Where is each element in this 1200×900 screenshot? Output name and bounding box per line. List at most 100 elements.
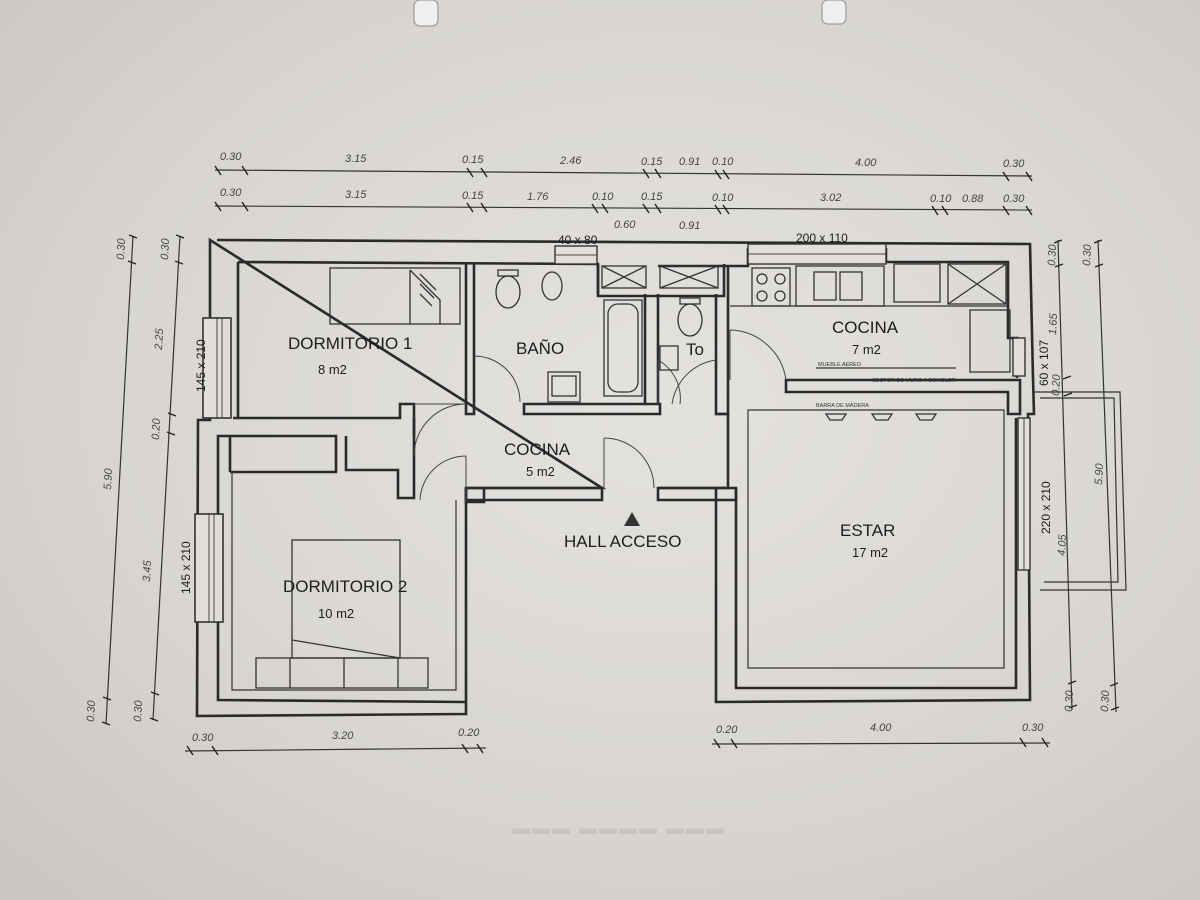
dim-label: 0.15: [462, 190, 484, 202]
entry-marker-icon: [624, 512, 640, 526]
opening-label-cocina: 200 x 110: [796, 231, 848, 245]
dim-label: 0.15: [641, 156, 663, 168]
dim-label: 0.10: [592, 191, 614, 203]
opening-label-dorm2: 145 x 210: [179, 541, 193, 594]
dim-label: 0.30: [1046, 243, 1059, 266]
dim-label: 4.00: [870, 722, 892, 734]
dim-label: 0.30: [115, 237, 128, 260]
door-swings: [413, 329, 787, 502]
dim-label: 0.15: [641, 191, 663, 203]
dim-label: 0.30: [1003, 158, 1025, 170]
bathtub: [603, 299, 643, 397]
toilet-to: [659, 297, 703, 371]
room-area-estar: 17 m2: [852, 545, 888, 560]
dimension-row-top-2: 0.30 3.15 0.15 1.76 0.10 0.15 0.10 3.02 …: [214, 187, 1033, 232]
kitchen-cabinets-top: [601, 263, 1007, 305]
hanger-rod-left: [413, 0, 439, 27]
sink-bano: [547, 371, 581, 403]
dim-label: 5.90: [1093, 462, 1106, 485]
room-area-dormitorio1: 8 m2: [318, 362, 347, 377]
dim-label: 0.30: [220, 187, 242, 199]
dim-label: 0.30: [220, 151, 242, 163]
dimension-left-inner: 0.30 2.25 0.20 3.45 0.30: [132, 234, 185, 722]
dim-label: 0.30: [1003, 193, 1025, 205]
faint-title: ▬▬▬ ▬▬▬▬ ▬▬▬: [512, 818, 726, 838]
room-name-cocina-top: COCINA: [832, 318, 899, 337]
dim-label: 0.30: [159, 237, 172, 260]
dim-label: 0.10: [712, 192, 734, 204]
kitchen-counter: [730, 263, 1011, 373]
opening-label-dorm1: 145 x 210: [194, 339, 208, 392]
dim-label: 3.02: [820, 192, 841, 204]
bed-dorm2: [255, 539, 429, 689]
dim-label: 0.88: [962, 193, 984, 205]
room-name-cocina-mid: COCINA: [504, 440, 571, 459]
bed-dorm1: [329, 267, 461, 325]
note-barra: BARRA DE MADERA: [816, 403, 869, 409]
dim-label: 0.10: [930, 193, 952, 205]
window-cocina: [747, 243, 887, 265]
room-name-toilette: To: [686, 340, 704, 359]
dimension-right-outer: 0.30 5.90 0.30: [1081, 239, 1120, 712]
dim-label: 0.30: [132, 699, 145, 722]
opening-label-bano: 40 x 80: [558, 233, 598, 247]
dim-label: 0.91: [679, 156, 700, 168]
dimension-left-outer: 0.30 5.90 0.30: [85, 234, 138, 726]
dim-label: 0.20: [458, 727, 480, 739]
toilet-bano: [495, 269, 563, 309]
room-name-dormitorio1: DORMITORIO 1: [288, 334, 412, 353]
dim-label: 0.20: [716, 724, 738, 736]
dim-label: 5.90: [102, 467, 115, 490]
interior-walls: [231, 264, 1022, 691]
dim-label: 0.20: [150, 417, 163, 440]
dim-label: 3.45: [141, 559, 154, 582]
room-name-estar: ESTAR: [840, 521, 895, 540]
opening-label-estar: 220 x 210: [1039, 481, 1053, 534]
dimension-right-inner: 0.30 1.65 0.20 4.05 0.30: [1046, 239, 1078, 712]
hanger-rod-right: [821, 0, 847, 25]
kitchen-sink: [795, 265, 885, 307]
dim-label: 2.46: [559, 155, 582, 167]
room-name-dormitorio2: DORMITORIO 2: [283, 577, 407, 596]
window-dorm1: [202, 317, 232, 419]
window-bano: [554, 245, 598, 265]
room-name-bano: BAÑO: [516, 339, 564, 358]
dimension-row-top-1: 0.30 3.15 0.15 2.46 0.15 0.91 0.10 4.00 …: [214, 151, 1033, 182]
dim-label: 0.30: [1022, 722, 1044, 734]
note-sector-muro: SECTOR DE MURO A DEMOLER: [872, 378, 956, 384]
window-cocina-side: [1012, 337, 1026, 377]
dim-label: 0.15: [462, 154, 484, 166]
room-area-cocina-mid: 5 m2: [526, 464, 555, 479]
room-area-dormitorio2: 10 m2: [318, 606, 354, 621]
dim-label: 4.00: [855, 157, 877, 169]
dim-label: 3.20: [332, 730, 354, 742]
dim-label: 0.91: [679, 220, 700, 232]
dim-label: 0.30: [1099, 689, 1112, 712]
room-name-hall: HALL ACCESO: [564, 532, 681, 551]
stove: [751, 267, 791, 307]
dim-label: 2.25: [153, 327, 166, 351]
dim-label: 0.30: [1081, 243, 1094, 266]
dim-label: 4.05: [1056, 533, 1069, 556]
bar-stools: [824, 413, 938, 421]
opening-label-cocina-side: 60 x 107: [1037, 340, 1051, 386]
dim-label: 0.60: [614, 219, 636, 231]
dimension-bottom-left: 0.30 3.20 0.20: [184, 727, 487, 756]
balcony: [1034, 391, 1127, 591]
dimension-bottom-right: 0.20 4.00 0.30: [711, 722, 1051, 749]
dim-label: 1.76: [527, 191, 549, 203]
note-mueble-aereo: MUEBLE AEREO: [818, 362, 862, 368]
dim-label: 0.10: [712, 156, 734, 168]
dim-label: 0.30: [192, 732, 214, 744]
dim-label: 3.15: [345, 189, 367, 201]
dim-label: 3.15: [345, 153, 367, 165]
window-dorm2: [194, 513, 224, 623]
dim-label: 0.30: [1063, 689, 1076, 712]
dim-label: 0.30: [85, 699, 98, 722]
window-estar-door: [1017, 417, 1031, 571]
room-area-cocina-top: 7 m2: [852, 342, 881, 357]
dim-label: 1.65: [1047, 312, 1060, 335]
dim-label: 0.20: [1050, 373, 1063, 396]
